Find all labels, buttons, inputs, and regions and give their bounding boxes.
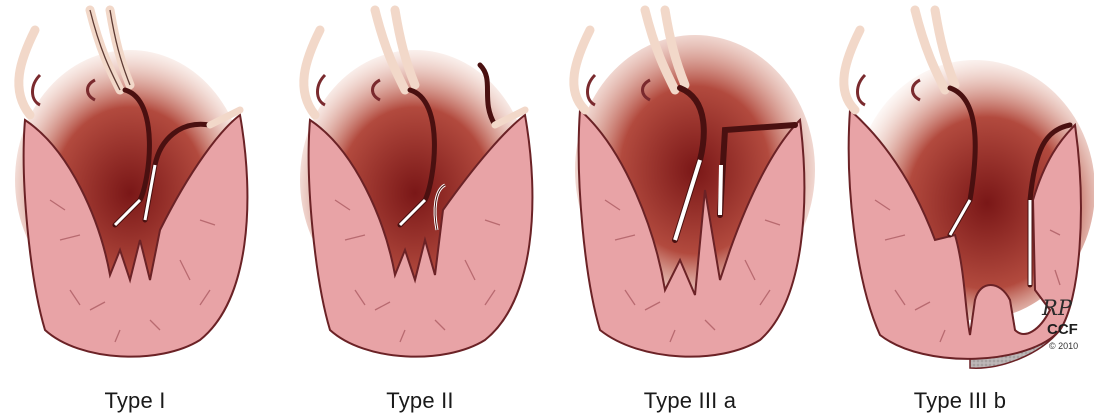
panel-type-3b: RP CCF © 2010 Type III b (825, 0, 1094, 419)
caption-type-2: Type II (285, 388, 555, 414)
caption-type-3a: Type III a (555, 388, 825, 414)
credit-copyright: © 2010 (1049, 341, 1078, 351)
panel-type-3a: Type III a (555, 0, 825, 419)
panel-type-2: Type II (285, 0, 555, 419)
heart-illustration-type-3a (555, 0, 825, 380)
heart-illustration-type-1 (0, 0, 270, 380)
atrial-wall (304, 30, 320, 115)
caption-type-1: Type I (0, 388, 270, 414)
artist-signature: RP (1042, 296, 1072, 320)
heart-illustration-type-2 (285, 0, 555, 380)
credit-organization: CCF (1047, 321, 1078, 338)
atrial-wall (19, 30, 35, 115)
lead-electrode-2 (720, 165, 721, 215)
panel-type-1: Type I (0, 0, 270, 419)
caption-type-3b: Type III b (825, 388, 1094, 414)
